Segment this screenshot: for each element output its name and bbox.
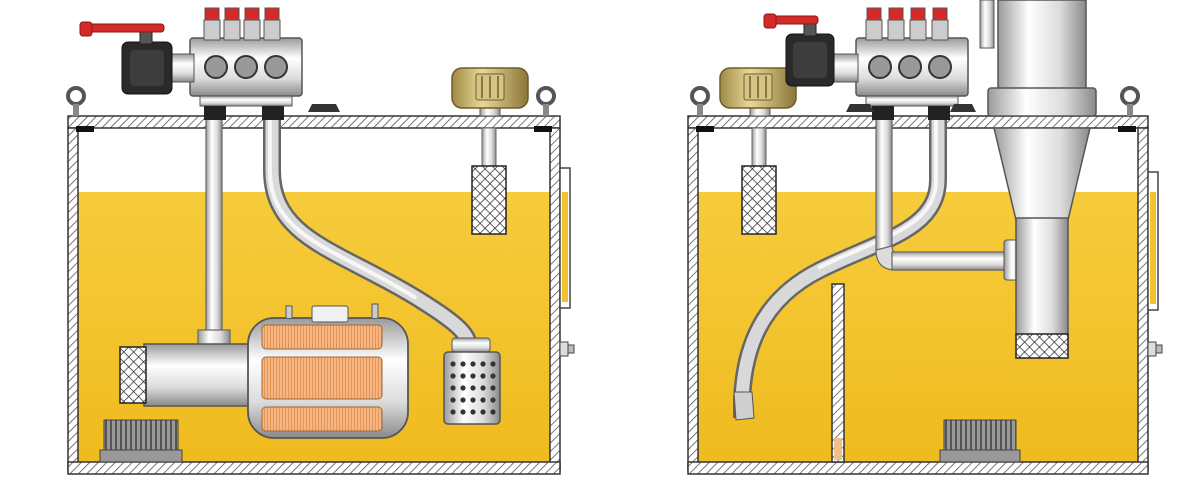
tank-lid (687, 115, 1149, 129)
magnetic-plug (939, 419, 1021, 463)
lid-fitting (846, 104, 874, 112)
lifting-eye (66, 86, 86, 116)
lid-fitting (950, 104, 976, 112)
motor-winding (261, 356, 383, 400)
baffle-plate (831, 283, 845, 463)
tank-lid (67, 115, 561, 129)
filler-strainer (741, 165, 777, 235)
level-gauge (559, 167, 571, 309)
shutoff-valve (763, 13, 859, 87)
right-tank (687, 0, 1163, 475)
shutoff-valve (79, 21, 195, 95)
motor-winding (261, 324, 383, 350)
motor-winding (261, 406, 383, 432)
filler-breather (719, 67, 797, 235)
tank-bottom (67, 461, 561, 475)
lifting-eye (690, 86, 710, 116)
lid-gasket (76, 126, 94, 132)
control-block (855, 7, 969, 120)
cyclone-deaerator (979, 0, 1097, 359)
magnetic-plug (99, 419, 183, 463)
tank-wall-right (549, 127, 561, 471)
return-diffuser (443, 337, 501, 425)
control-block (189, 7, 303, 120)
filler-strainer (471, 165, 507, 235)
valve-actuator (865, 7, 949, 41)
lid-gasket (696, 126, 714, 132)
tank-wall-right (1137, 127, 1149, 471)
tank-bottom (687, 461, 1149, 475)
valve-actuator (203, 7, 281, 41)
level-gauge (1147, 171, 1159, 311)
pump-inlet-strainer (119, 346, 147, 404)
submersible-motor-pump (119, 303, 409, 439)
filler-breather (451, 67, 529, 235)
left-tank (66, 7, 575, 475)
tank-wall-left (67, 127, 79, 471)
lifting-eye (536, 86, 556, 116)
drain-plug (559, 341, 575, 357)
lid-gasket (534, 126, 552, 132)
drain-plug (1147, 341, 1163, 357)
lid-fitting (308, 104, 340, 112)
cyclone-outlet-strainer (1015, 333, 1069, 359)
tank-wall-left (687, 127, 699, 471)
lifting-eye (1120, 86, 1140, 116)
return-outlet (733, 391, 755, 421)
lid-gasket (1118, 126, 1136, 132)
